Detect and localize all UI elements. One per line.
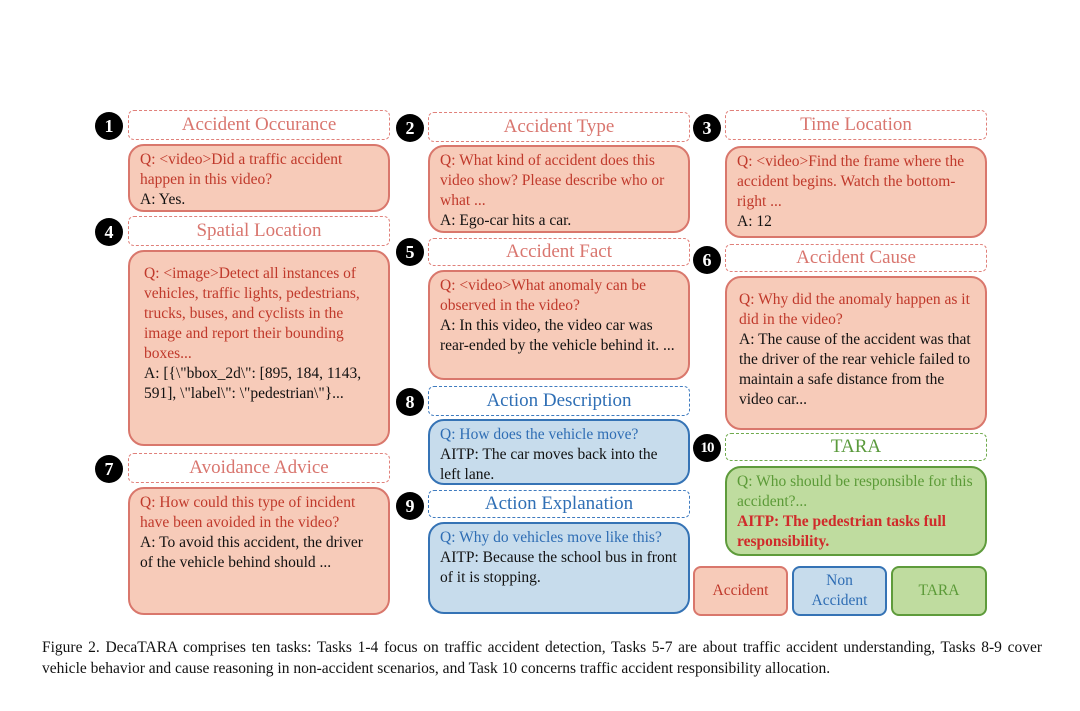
task-1-title: Accident Occurance [128, 110, 390, 140]
task-8-number: 8 [396, 388, 424, 416]
task-1-number: 1 [95, 112, 123, 140]
task-3-question: Q: <video>Find the frame where the accid… [737, 153, 965, 210]
task-3-card: Q: <video>Find the frame where the accid… [725, 146, 987, 238]
task-4-number: 4 [95, 218, 123, 246]
task-8-card: Q: How does the vehicle move? AITP: The … [428, 419, 690, 485]
task-8-title: Action Description [428, 386, 690, 416]
task-9-title: Action Explanation [428, 490, 690, 518]
task-4-card: Q: <image>Detect all instances of vehicl… [128, 250, 390, 446]
task-5-card: Q: <video>What anomaly can be observed i… [428, 270, 690, 380]
figure-caption: Figure 2. DecaTARA comprises ten tasks: … [42, 639, 1042, 677]
task-4-answer: A: [{\"bbox_2d\": [895, 184, 1143, 591],… [144, 365, 362, 402]
task-6-question: Q: Why did the anomaly happen as it did … [739, 291, 970, 328]
task-8-answer: AITP: The car moves back into the left l… [440, 446, 658, 483]
task-7-answer: A: To avoid this accident, the driver of… [140, 534, 363, 571]
task-9-answer: AITP: Because the school bus in front of… [440, 549, 677, 586]
task-9-question: Q: Why do vehicles move like this? [440, 529, 662, 546]
task-7-title: Avoidance Advice [128, 453, 390, 483]
task-3-answer: A: 12 [737, 213, 772, 230]
task-9-number: 9 [396, 492, 424, 520]
legend-tara: TARA [891, 566, 987, 616]
task-6-answer: A: The cause of the accident was that th… [739, 331, 971, 408]
task-3-title: Time Location [725, 110, 987, 140]
legend-non-accident: Non Accident [792, 566, 887, 616]
task-6-card: Q: Why did the anomaly happen as it did … [725, 276, 987, 430]
task-4-question: Q: <image>Detect all instances of vehicl… [144, 265, 360, 362]
task-2-card: Q: What kind of accident does this video… [428, 145, 690, 233]
task-9-card: Q: Why do vehicles move like this? AITP:… [428, 522, 690, 614]
task-5-answer: A: In this video, the video car was rear… [440, 317, 675, 354]
task-2-question: Q: What kind of accident does this video… [440, 152, 665, 209]
task-7-number: 7 [95, 455, 123, 483]
task-1-answer: A: Yes. [140, 191, 186, 208]
task-10-question: Q: Who should be responsible for this ac… [737, 473, 973, 510]
task-2-number: 2 [396, 114, 424, 142]
task-7-card: Q: How could this type of incident have … [128, 487, 390, 615]
legend-accident: Accident [693, 566, 788, 616]
task-8-question: Q: How does the vehicle move? [440, 426, 639, 443]
task-5-title: Accident Fact [428, 238, 690, 266]
task-7-question: Q: How could this type of incident have … [140, 494, 356, 531]
task-2-answer: A: Ego-car hits a car. [440, 212, 572, 229]
task-10-title: TARA [725, 433, 987, 461]
task-3-number: 3 [693, 114, 721, 142]
task-1-question: Q: <video>Did a traffic accident happen … [140, 151, 343, 188]
task-5-number: 5 [396, 238, 424, 266]
task-1-card: Q: <video>Did a traffic accident happen … [128, 144, 390, 212]
task-10-number: 10 [693, 434, 721, 462]
task-10-answer: AITP: The pedestrian tasks full responsi… [737, 513, 946, 550]
task-5-question: Q: <video>What anomaly can be observed i… [440, 277, 646, 314]
task-6-number: 6 [693, 246, 721, 274]
task-4-title: Spatial Location [128, 216, 390, 246]
task-6-title: Accident Cause [725, 244, 987, 272]
task-10-card: Q: Who should be responsible for this ac… [725, 466, 987, 556]
task-2-title: Accident Type [428, 112, 690, 142]
